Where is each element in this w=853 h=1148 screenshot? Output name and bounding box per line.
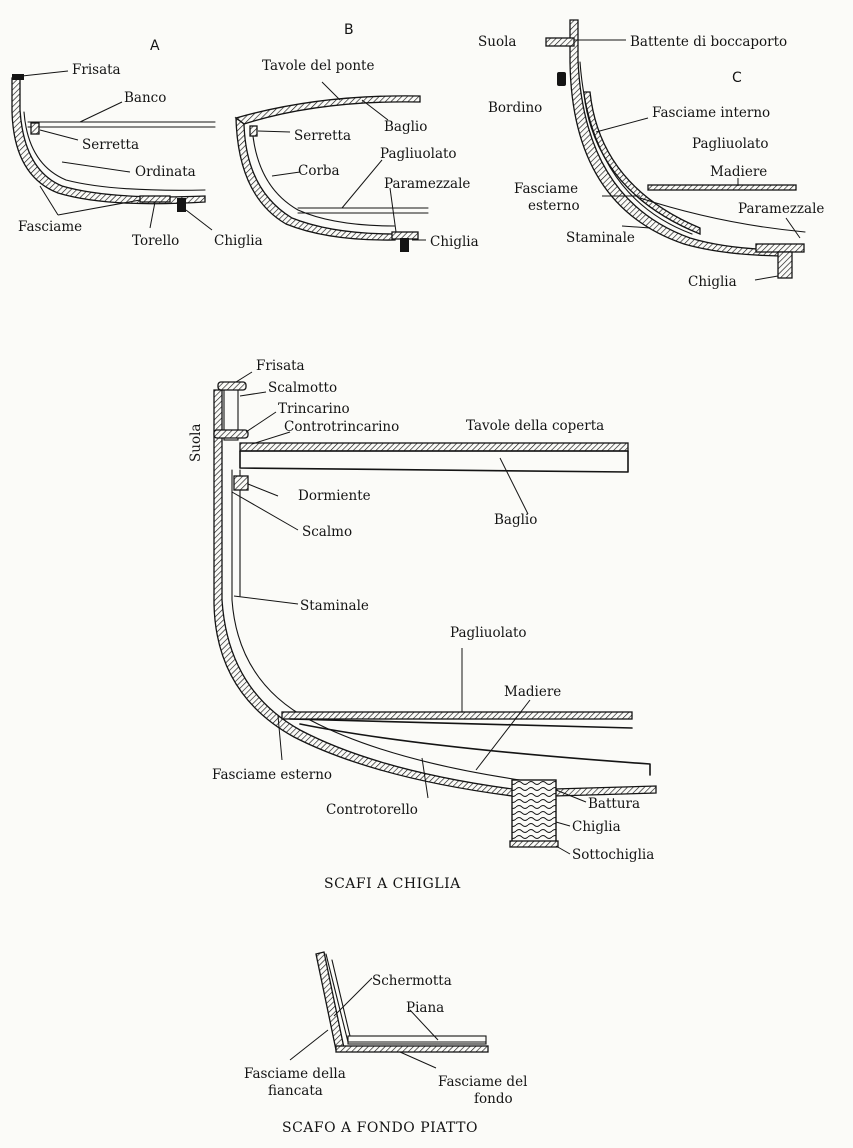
label-flat-fondo-1: Fasciame del xyxy=(438,1074,527,1090)
label-main-pagliuolato: Pagliuolato xyxy=(450,625,527,641)
label-c-bordino: Bordino xyxy=(488,100,542,116)
label-c-suola: Suola xyxy=(478,34,516,50)
flat-side-planking xyxy=(315,951,345,1051)
label-a-banco: Banco xyxy=(124,90,166,106)
panel-c-bordino xyxy=(557,72,566,86)
label-main-scalmo: Scalmo xyxy=(302,524,352,540)
panel-b-keel xyxy=(400,238,409,252)
label-main-battura: Battura xyxy=(588,796,640,812)
label-b-serretta: Serretta xyxy=(294,128,351,144)
label-c-madiere: Madiere xyxy=(710,164,767,180)
main-pagliuolato xyxy=(281,711,633,720)
label-flat-fondo-2: fondo xyxy=(474,1091,513,1107)
panel-c-letter: C xyxy=(732,70,742,86)
panel-b-deck-planking xyxy=(234,95,421,125)
panel-a: A Frisata Banco Serretta Ordinata Fascia… xyxy=(11,38,263,249)
flat-piana xyxy=(347,1035,487,1045)
label-a-torello: Torello xyxy=(132,233,179,249)
label-c-fasciame-esterno-2: esterno xyxy=(528,198,580,214)
panel-b: B Tavole del ponte Serretta Baglio Pagli… xyxy=(234,22,479,252)
main-deck-planks xyxy=(239,442,629,452)
label-a-fasciame: Fasciame xyxy=(18,219,82,235)
panel-b-paramezzale xyxy=(391,231,419,240)
label-main-suola: Suola xyxy=(188,424,204,462)
panel-b-letter: B xyxy=(344,22,354,38)
main-sottochiglia xyxy=(509,840,559,848)
label-c-chiglia: Chiglia xyxy=(688,274,737,290)
label-a-ordinata: Ordinata xyxy=(135,164,196,180)
panel-a-keel xyxy=(177,198,186,212)
panel-a-serretta xyxy=(30,122,40,135)
label-c-battente: Battente di boccaporto xyxy=(630,34,787,50)
main-keel xyxy=(511,779,557,843)
flat-section-title: SCAFO A FONDO PIATTO xyxy=(282,1120,478,1136)
panel-b-serretta xyxy=(249,125,258,137)
main-trincarino xyxy=(213,429,249,439)
main-section-title: SCAFI A CHIGLIA xyxy=(324,876,461,892)
main-madiere xyxy=(289,718,651,776)
main-baglio xyxy=(239,450,629,473)
label-c-paramezzale: Paramezzale xyxy=(738,201,824,217)
label-a-frisata: Frisata xyxy=(72,62,121,78)
label-c-fasciame-esterno-1: Fasciame xyxy=(514,181,578,197)
panel-c-pagliuolato xyxy=(647,184,797,191)
panel-c-paramezzale xyxy=(755,243,805,253)
label-flat-fiancata-2: fiancata xyxy=(268,1083,323,1099)
label-main-chiglia: Chiglia xyxy=(572,819,621,835)
label-b-tavole-ponte: Tavole del ponte xyxy=(262,58,374,74)
label-flat-schermotta: Schermotta xyxy=(372,973,452,989)
panel-a-frisata-block xyxy=(12,74,24,80)
label-main-sottochiglia: Sottochiglia xyxy=(572,847,654,863)
label-a-chiglia: Chiglia xyxy=(214,233,263,249)
panel-a-torello xyxy=(139,195,171,203)
panel-c-keel xyxy=(777,251,793,279)
label-main-madiere: Madiere xyxy=(504,684,561,700)
panel-b-corba-line xyxy=(251,125,396,227)
label-main-scalmotto: Scalmotto xyxy=(268,380,337,396)
label-b-corba: Corba xyxy=(298,163,340,179)
label-b-pagliuolato: Pagliuolato xyxy=(380,146,457,162)
label-c-pagliuolato: Pagliuolato xyxy=(692,136,769,152)
label-main-controtorello: Controtorello xyxy=(326,802,418,818)
label-flat-fiancata-1: Fasciame della xyxy=(244,1066,346,1082)
panel-a-hull-planking xyxy=(11,77,206,205)
panel-a-letter: A xyxy=(150,38,160,54)
panel-a-ordinata-line xyxy=(23,111,206,191)
flat-bottom-planking xyxy=(335,1045,489,1053)
main-dormiente xyxy=(233,475,249,491)
label-b-paramezzale: Paramezzale xyxy=(384,176,470,192)
panel-c-inner-planking xyxy=(583,91,701,235)
flat-bottom-hull: Schermotta Piana Fasciame della fiancata… xyxy=(244,951,527,1136)
label-main-trincarino: Trincarino xyxy=(278,401,350,417)
label-flat-piana: Piana xyxy=(406,1000,444,1016)
label-main-baglio: Baglio xyxy=(494,512,537,528)
label-main-tavole-coperta: Tavole della coperta xyxy=(466,418,604,434)
panel-c-suola xyxy=(545,37,575,47)
label-c-staminale: Staminale xyxy=(566,230,635,246)
main-frisata xyxy=(217,381,247,391)
label-a-serretta: Serretta xyxy=(82,137,139,153)
label-main-fasciame-esterno: Fasciame esterno xyxy=(212,767,332,783)
panel-c: C Suola Battente di boccaporto Bordino F… xyxy=(478,19,824,290)
label-b-baglio: Baglio xyxy=(384,119,427,135)
flat-schermotta xyxy=(325,953,487,1043)
label-main-dormiente: Dormiente xyxy=(298,488,371,504)
main-keel-hull: Frisata Scalmotto Trincarino Controtrinc… xyxy=(188,358,657,892)
label-c-fasciame-interno: Fasciame interno xyxy=(652,105,770,121)
label-main-staminale: Staminale xyxy=(300,598,369,614)
label-main-frisata: Frisata xyxy=(256,358,305,374)
label-b-chiglia: Chiglia xyxy=(430,234,479,250)
label-main-controtrincarino: Controtrincarino xyxy=(284,419,399,435)
